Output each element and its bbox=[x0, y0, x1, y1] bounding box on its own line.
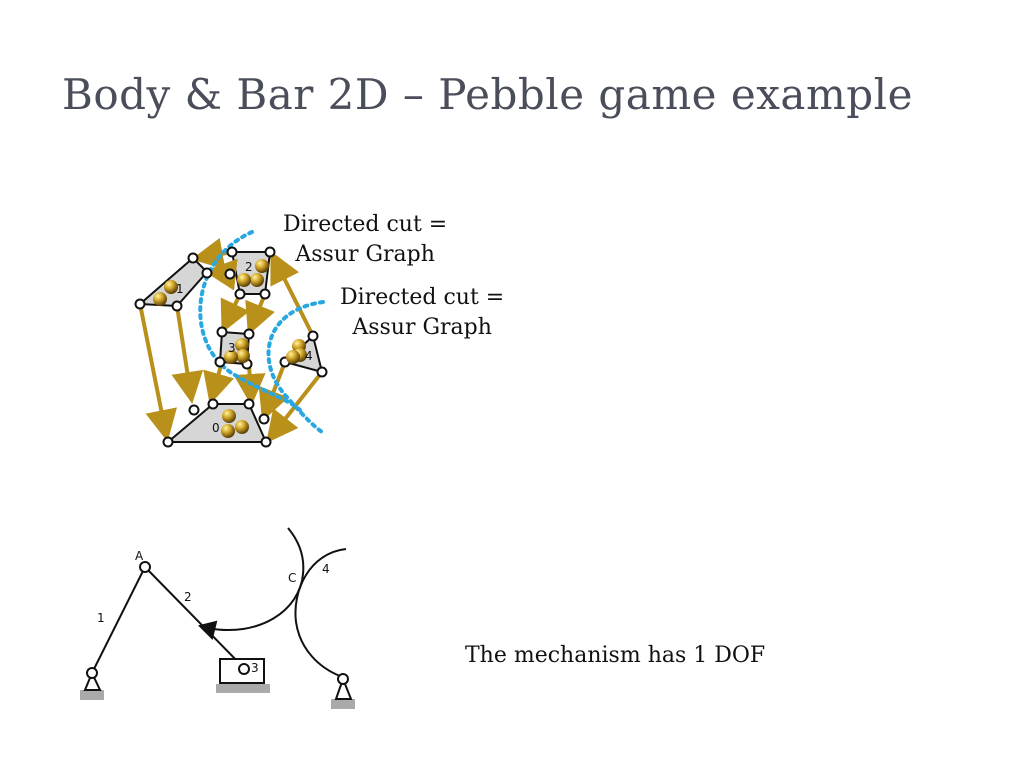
pebble bbox=[221, 424, 235, 438]
vertex bbox=[226, 246, 238, 258]
joint bbox=[86, 667, 98, 679]
arrow bbox=[266, 370, 324, 444]
pebbles bbox=[153, 259, 307, 438]
vertex bbox=[258, 413, 270, 425]
bar-arrows bbox=[138, 237, 324, 444]
vertex bbox=[134, 298, 146, 310]
vertex bbox=[188, 404, 200, 416]
directed-cut-curve-1 bbox=[198, 230, 302, 412]
arrow bbox=[203, 361, 234, 405]
directed-cut-caption-2: Directed cut = Assur Graph bbox=[340, 283, 504, 343]
pebble bbox=[250, 273, 264, 287]
vertex bbox=[171, 300, 183, 312]
joint bbox=[337, 673, 349, 685]
caption-line: Directed cut = bbox=[340, 285, 505, 310]
vertex bbox=[201, 267, 213, 279]
pebble bbox=[286, 350, 300, 364]
vertex bbox=[316, 366, 328, 378]
body-label-2: 2 bbox=[245, 260, 253, 274]
pivot-support bbox=[83, 670, 102, 691]
pebble bbox=[237, 273, 251, 287]
graph-vertices bbox=[134, 246, 328, 448]
ground-pad bbox=[216, 684, 270, 693]
pebble bbox=[255, 259, 269, 273]
arrow bbox=[191, 237, 233, 270]
vertex bbox=[162, 436, 174, 448]
vertex bbox=[243, 328, 255, 340]
directed-cut-curve-2 bbox=[266, 300, 325, 434]
pebble bbox=[164, 280, 178, 294]
pebble bbox=[235, 338, 249, 352]
link-1 bbox=[91, 566, 146, 674]
caption-line: Directed cut = bbox=[283, 212, 448, 237]
vertex bbox=[207, 398, 219, 410]
pebble bbox=[236, 349, 250, 363]
link-4-arc bbox=[294, 548, 347, 677]
pebble bbox=[222, 409, 236, 423]
arrow bbox=[245, 293, 275, 336]
arrow bbox=[171, 305, 204, 404]
joint bbox=[238, 663, 250, 675]
pebble bbox=[224, 350, 238, 364]
body-label-0: 0 bbox=[212, 421, 220, 435]
directed-cut-caption-1: Directed cut = Assur Graph bbox=[283, 210, 447, 270]
caption-line: Assur Graph bbox=[295, 242, 435, 267]
vertex bbox=[243, 398, 255, 410]
link-label-2: 2 bbox=[184, 590, 192, 604]
arrow bbox=[220, 293, 250, 334]
link-label-1: 1 bbox=[97, 611, 105, 625]
arrow bbox=[138, 303, 177, 442]
body-label-3: 3 bbox=[228, 341, 236, 355]
page-title: Body & Bar 2D – Pebble game example bbox=[62, 70, 913, 119]
pebble bbox=[153, 292, 167, 306]
body-label-1: 1 bbox=[176, 282, 184, 296]
vertex bbox=[234, 288, 246, 300]
vertex bbox=[260, 436, 272, 448]
body-label-4: 4 bbox=[305, 349, 313, 363]
pebble bbox=[235, 420, 249, 434]
arrow bbox=[258, 361, 289, 422]
joint-a bbox=[139, 561, 151, 573]
link-label-4: 4 bbox=[322, 562, 330, 576]
arrow bbox=[270, 250, 315, 337]
mechanism bbox=[80, 527, 355, 709]
joint-label-c: C bbox=[288, 571, 296, 585]
vertex bbox=[307, 330, 319, 342]
joint-label-a: A bbox=[135, 549, 144, 563]
ground-pad bbox=[331, 699, 355, 709]
link-label-3: 3 bbox=[251, 661, 259, 675]
dof-caption: The mechanism has 1 DOF bbox=[465, 643, 766, 668]
vertex bbox=[187, 252, 199, 264]
caption-line: Assur Graph bbox=[352, 315, 492, 340]
vertex bbox=[264, 246, 276, 258]
pivot-support bbox=[334, 676, 353, 700]
vertex bbox=[224, 268, 236, 280]
vertex bbox=[216, 326, 228, 338]
pebble-graph: 0 1 2 3 4 bbox=[134, 230, 328, 448]
ground-pad bbox=[80, 690, 104, 700]
vertex bbox=[214, 356, 226, 368]
link-2 bbox=[144, 566, 245, 669]
weld-wedge bbox=[198, 620, 218, 640]
vertex bbox=[259, 288, 271, 300]
